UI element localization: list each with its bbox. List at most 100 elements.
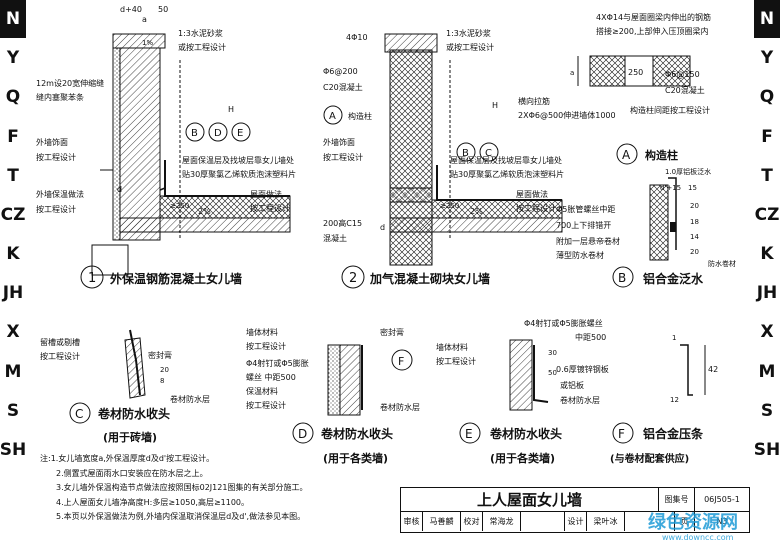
d2-slope: 2% [470, 207, 483, 216]
d2-roof-note2: 贴30厚聚氯乙烯软质泡沫塑料片 [450, 169, 564, 179]
note-1: 注:1.女儿墙宽度a,外保温厚度d及d'按工程设计。 [40, 454, 215, 463]
d2-rebar: 4Φ10 [346, 33, 368, 42]
de-coil: 卷材防水层 [560, 395, 600, 405]
dc-groove1: 留槽或剔槽 [40, 337, 80, 347]
d2-ref-c: C [485, 148, 492, 159]
dd-wall2: 按工程设计 [246, 341, 286, 351]
da-dim250: 250 [628, 68, 643, 77]
index-tab-x[interactable]: X [0, 313, 26, 353]
db-bar: 防水卷材 [708, 259, 736, 268]
designer-signature [625, 512, 675, 531]
db-dim-18: 18 [690, 218, 699, 226]
da-note1: 4XΦ14与屋面圈梁内伸出的钢筋 [596, 12, 711, 22]
dc-d20: 20 [160, 366, 169, 374]
index-tab-jh[interactable]: JH [754, 274, 780, 314]
de-nail: Φ4射钉或Φ5膨胀螺丝 [524, 318, 603, 328]
de-dim30: 30 [548, 349, 557, 357]
df-d12: 12 [670, 396, 679, 404]
dd-caption: 卷材防水收头 [320, 426, 393, 441]
d1-insul2: 按工程设计 [36, 204, 76, 214]
de-plate2: 或铝板 [560, 380, 584, 390]
df-d42: 42 [708, 365, 718, 374]
de-sub: (用于各类墙) [490, 451, 555, 465]
index-tab-m[interactable]: M [0, 353, 26, 392]
reviewer-name: 马善麟 [423, 512, 461, 531]
index-tab-k[interactable]: K [754, 235, 780, 275]
d1-mortar: 1:3水泥砂浆 [178, 28, 223, 38]
detail-e-membrane-termination-plate: 30 50 Φ4射钉或Φ5膨胀螺丝 中距500 墙体材料 按工程设计 0.6厚镀… [436, 318, 609, 465]
page-label: 页 [675, 512, 695, 531]
de-wall1: 墙体材料 [436, 342, 468, 352]
index-tab-cz[interactable]: CZ [0, 196, 26, 236]
dc-seal: 密封膏 [148, 350, 172, 360]
index-tab-s[interactable]: S [754, 392, 780, 431]
d1-slope2: 2% [198, 207, 211, 216]
index-tab-t[interactable]: T [0, 157, 26, 196]
index-tab-n[interactable]: N [754, 0, 780, 40]
db-dim15: 15 [688, 184, 697, 192]
page-number: N3 [716, 517, 728, 526]
dd-insul: 保温材料 [246, 386, 278, 396]
d1-h: H [228, 105, 234, 114]
index-tab-m[interactable]: M [754, 353, 780, 392]
de-spacing: 中距500 [575, 332, 606, 342]
index-tab-k[interactable]: K [0, 235, 26, 275]
watermark-logo: 绿色资源网 [648, 512, 738, 533]
df-ref: F [618, 427, 625, 441]
d2-base2: 混凝土 [323, 233, 347, 243]
d1-roof-note2: 贴30厚聚氯乙烯软质泡沫塑料片 [182, 169, 296, 179]
detail-d-membrane-termination-all-walls: F 墙体材料 按工程设计 Φ4射钉或Φ5膨胀 螺丝 中距500 保温材料 按工程… [246, 327, 420, 465]
d1-joint2: 缝内塞聚苯条 [36, 92, 84, 102]
de-ref: E [465, 427, 473, 441]
note-4: 4.上人屋面女儿墙净高度H:多层≥1050,高层≥1100。 [56, 497, 250, 507]
index-tab-jh[interactable]: JH [0, 274, 26, 314]
index-tab-sh[interactable]: SH [754, 431, 780, 471]
d2-finish2: 按工程设计 [323, 152, 363, 162]
d2-h: H [492, 101, 498, 110]
dd-coil: 卷材防水层 [380, 402, 420, 412]
detail-c-membrane-termination-brick: 密封膏 留槽或剔槽 按工程设计 20 8 卷材防水层 C 卷材防水收头 (用于砖… [40, 329, 210, 444]
detail-2-aerated-block-parapet: B C 4Φ10 1:3水泥砂浆 或按工程设计 Φ6@200 C20混凝土 A … [323, 28, 564, 289]
de-dim50: 50 [548, 369, 557, 377]
db-flash: 1.0厚铝板泛水 [665, 167, 711, 176]
db-layer: 附加一层悬帝卷材 [556, 236, 620, 246]
index-tab-f[interactable]: F [0, 118, 26, 157]
da-col-spacing: 构造柱间距按工程设计 [630, 105, 710, 115]
d2-or-design: 或按工程设计 [446, 42, 494, 52]
d2-caption: 加气混凝土砌块女儿墙 [369, 271, 490, 286]
db-anchor1: Φ5胀管螺丝中距 [556, 204, 615, 214]
detail-1-exterior-insulated-rc-parapet: B D E d+40 a 50 1% 1:3水泥砂浆 或按工程设计 12m设20… [36, 5, 296, 289]
index-tab-y[interactable]: Y [754, 39, 780, 79]
d2-col-label: 构造柱 [348, 111, 372, 121]
da-note2: 搭接≥200,上部伸入压顶圈梁内 [596, 26, 709, 36]
de-wall2: 按工程设计 [436, 356, 476, 366]
atlas-label: 图集号 [659, 488, 695, 512]
d1-finish1: 外墙饰面 [36, 137, 68, 147]
review-label: 审核 [401, 512, 423, 531]
index-tab-f[interactable]: F [754, 118, 780, 157]
db-dim-20: 20 [690, 202, 699, 210]
db-dim-14: 14 [690, 233, 699, 241]
d2-mortar: 1:3水泥砂浆 [446, 28, 491, 38]
index-tab-t[interactable]: T [754, 157, 780, 196]
index-tab-q[interactable]: Q [754, 78, 780, 118]
df-d1: 1 [672, 334, 676, 342]
index-tab-x[interactable]: X [754, 313, 780, 353]
d2-col-ref: A [329, 111, 336, 122]
watermark-url: www.downcc.com [662, 533, 734, 542]
index-tab-cz[interactable]: CZ [754, 196, 780, 236]
da-ref: A [622, 148, 631, 162]
db-anchor2: 700上下排错开 [556, 220, 611, 230]
d1-caption: 外保温钢筋混凝土女儿墙 [110, 271, 242, 286]
check-label: 校对 [461, 512, 483, 531]
index-tab-q[interactable]: Q [0, 78, 26, 118]
index-tab-s[interactable]: S [0, 392, 26, 431]
checker-signature [521, 512, 565, 531]
index-tab-sh[interactable]: SH [0, 431, 26, 471]
da-stirrup: Φ6@150 [665, 70, 700, 79]
d1-dim-top: d+40 [120, 5, 142, 14]
index-tab-n[interactable]: N [0, 0, 26, 40]
index-tab-y[interactable]: Y [0, 39, 26, 79]
